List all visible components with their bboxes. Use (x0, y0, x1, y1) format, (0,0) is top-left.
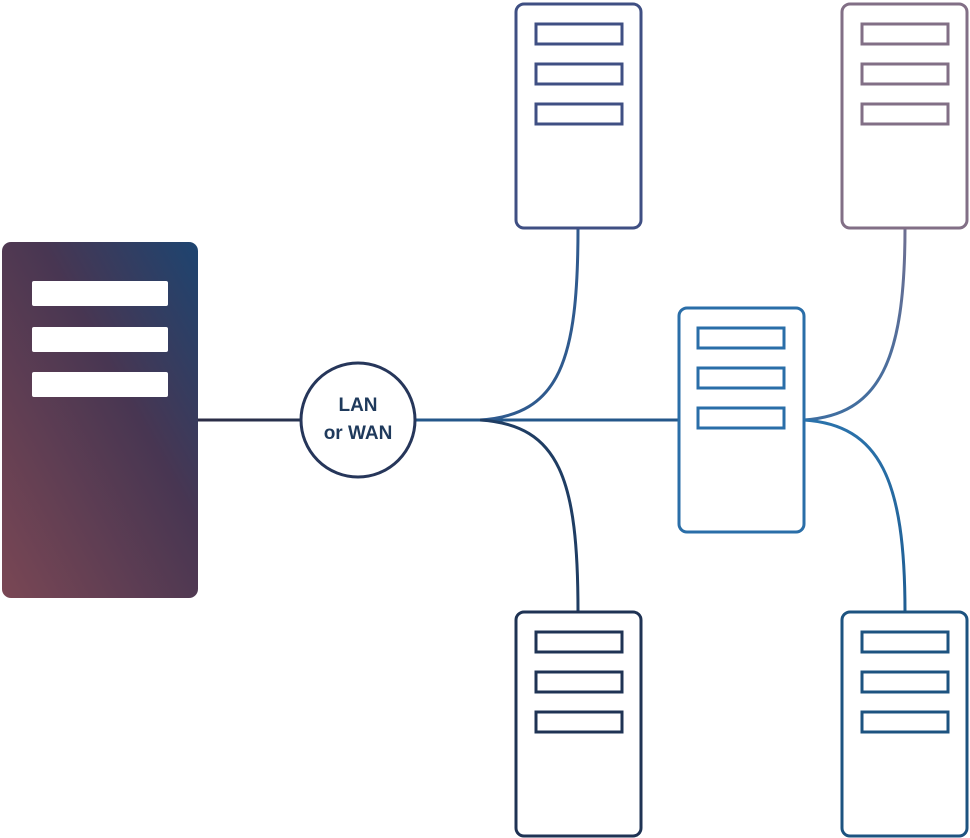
drive-bay (534, 62, 624, 86)
drive-bay (32, 372, 168, 397)
server-tower-icon (840, 2, 969, 230)
network-hub-icon (299, 361, 417, 479)
client-server-bottom-right (840, 610, 969, 838)
link-middle-to-bottom-right (803, 418, 907, 613)
link-middle-to-top-right (803, 227, 907, 422)
main-server (2, 242, 198, 598)
hub-label-line2: or WAN (324, 423, 393, 444)
drive-bay (534, 22, 624, 46)
drive-bay (534, 670, 624, 694)
client-server-top-left (514, 2, 643, 230)
drive-bay (860, 62, 950, 86)
client-server-bottom-left (514, 610, 643, 838)
server-tower-icon (514, 610, 643, 838)
drive-bay (32, 327, 168, 352)
link-hub-to-bottom-left (479, 418, 580, 613)
link-hub-to-top-left (479, 227, 580, 422)
server-tower-icon (840, 610, 969, 838)
drive-bay (696, 366, 786, 390)
drive-bay (32, 281, 168, 306)
drive-bay (860, 22, 950, 46)
drive-bay (860, 630, 950, 654)
drive-bay (534, 630, 624, 654)
drive-bay (696, 326, 786, 350)
server-tower-icon (677, 306, 806, 534)
server-tower-icon (514, 2, 643, 230)
client-server-middle (677, 306, 806, 534)
drive-bay (696, 406, 786, 430)
hub-label-line1: LAN (338, 395, 377, 416)
client-server-top-right (840, 2, 969, 230)
network-hub: LAN or WAN (299, 361, 417, 479)
drive-bay (860, 670, 950, 694)
server-tower-icon (2, 242, 198, 598)
drive-bay (860, 710, 950, 734)
drive-bay (860, 102, 950, 126)
drive-bay (534, 102, 624, 126)
drive-bay (534, 710, 624, 734)
